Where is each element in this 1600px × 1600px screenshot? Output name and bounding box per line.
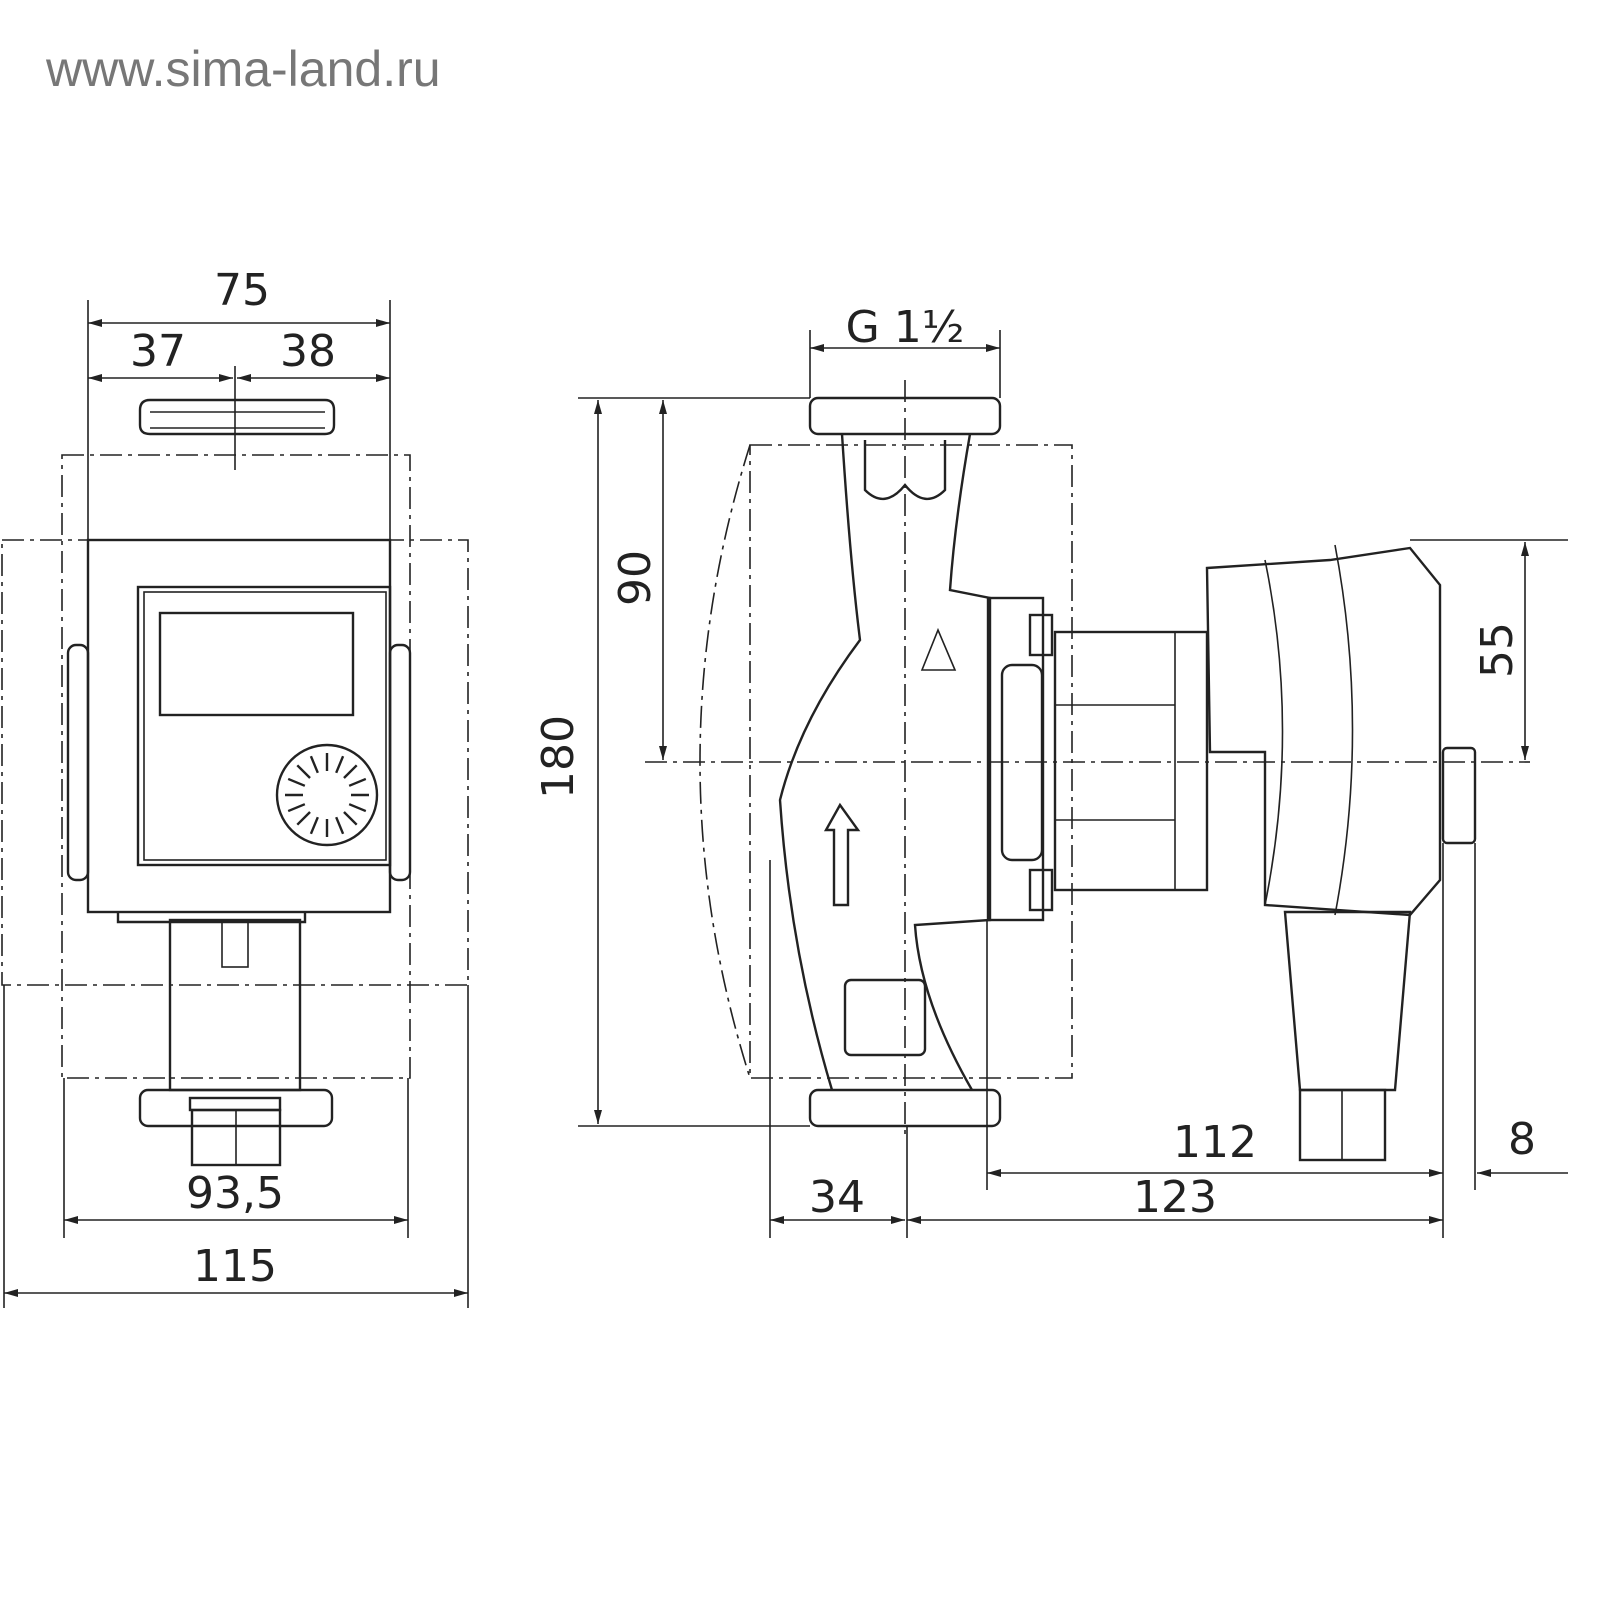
dim-93-5: 93,5 xyxy=(186,1168,284,1219)
dim-38: 38 xyxy=(280,326,336,377)
nut-ring xyxy=(188,1096,282,1112)
dim-34: 34 xyxy=(809,1172,865,1223)
knob-tick xyxy=(296,764,311,779)
right-lug xyxy=(388,643,412,882)
watermark: www.sima-land.ru xyxy=(46,41,441,97)
control-panel xyxy=(136,585,392,867)
front-view: 75 37 38 93,5 115 xyxy=(1,265,469,1308)
vent-screw xyxy=(1441,746,1477,845)
side-view: G 1½ 180 90 55 112 123 34 8 xyxy=(533,302,1568,1238)
knob-tick xyxy=(343,811,358,826)
flow-arrow-icon xyxy=(823,802,861,907)
knob-tick xyxy=(335,816,345,835)
knob-tick xyxy=(348,777,367,787)
knob-tick xyxy=(343,764,358,779)
front-envelope-outer-dashed xyxy=(1,539,469,986)
dim-123: 123 xyxy=(1133,1172,1217,1223)
flow-direction-triangle-icon xyxy=(920,627,957,671)
control-knob-icon xyxy=(275,743,379,847)
connection-box xyxy=(168,918,302,1092)
dim-180: 180 xyxy=(533,715,584,799)
knob-tick xyxy=(287,777,306,787)
motor-housing xyxy=(1053,630,1209,892)
dim-g-1-1-2: G 1½ xyxy=(846,302,965,353)
display-screen xyxy=(158,611,355,717)
cable-connector xyxy=(1283,910,1412,1092)
knob-tick xyxy=(309,755,319,774)
dim-90: 90 xyxy=(610,550,661,606)
top-flange-side xyxy=(808,396,1002,436)
dim-55: 55 xyxy=(1472,622,1523,678)
dim-112: 112 xyxy=(1173,1117,1257,1168)
knob-tick xyxy=(348,803,367,813)
knob-tick xyxy=(309,816,319,835)
dim-8: 8 xyxy=(1508,1114,1536,1165)
nameplate xyxy=(843,978,927,1057)
electronics-module xyxy=(1205,546,1442,917)
dim-37: 37 xyxy=(130,326,186,377)
bottom-flange-side xyxy=(808,1088,1002,1128)
dim-115: 115 xyxy=(193,1241,277,1292)
knob-tick xyxy=(335,755,345,774)
dim-75: 75 xyxy=(214,265,270,316)
pump-body-front xyxy=(86,538,392,914)
motor-flange xyxy=(986,596,1045,922)
side-envelope-dashed xyxy=(749,444,1073,1079)
left-lug xyxy=(66,643,90,882)
knob-tick xyxy=(296,811,311,826)
knob-tick xyxy=(287,803,306,813)
top-flange xyxy=(138,398,336,436)
